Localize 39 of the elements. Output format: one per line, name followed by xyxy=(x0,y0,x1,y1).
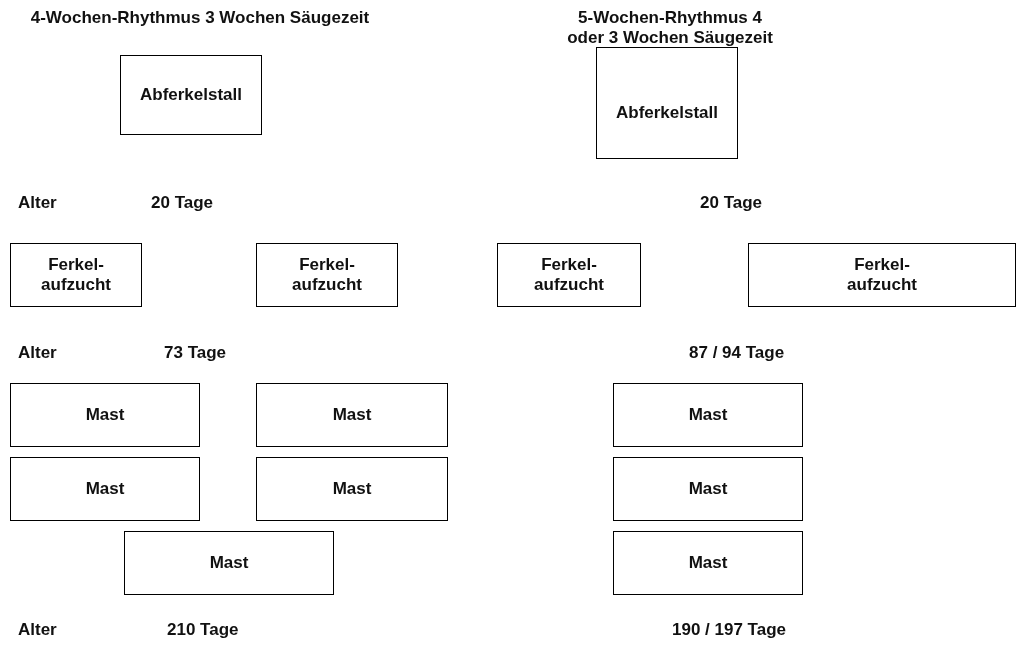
column-heading: 4-Wochen-Rhythmus 3 Wochen Säugezeit xyxy=(30,8,370,29)
box-label: Abferkelstall xyxy=(615,103,718,123)
box-label: Ferkel- aufzucht xyxy=(533,255,605,295)
stall-box xyxy=(10,243,142,307)
box-label: Mast xyxy=(85,479,125,499)
box-label: Ferkel- aufzucht xyxy=(291,255,363,295)
box-label: Ferkel- aufzucht xyxy=(40,255,112,295)
stall-box xyxy=(613,457,803,521)
box-label: Mast xyxy=(85,405,125,425)
stall-box xyxy=(124,531,334,595)
box-label: Mast xyxy=(332,405,372,425)
box-label: Abferkelstall xyxy=(139,85,242,105)
row-label: 73 Tage xyxy=(164,343,227,363)
stall-box xyxy=(613,383,803,447)
box-label: Ferkel- aufzucht xyxy=(846,255,918,295)
row-label: Alter xyxy=(18,343,57,363)
box-label: Mast xyxy=(688,405,728,425)
box-label: Mast xyxy=(332,479,372,499)
stall-box xyxy=(748,243,1016,307)
stall-box xyxy=(256,457,448,521)
stall-box xyxy=(120,55,262,135)
row-label: 20 Tage xyxy=(151,193,214,213)
stall-box xyxy=(497,243,641,307)
stall-box xyxy=(613,531,803,595)
box-label: Mast xyxy=(209,553,249,573)
stall-box xyxy=(10,457,200,521)
row-label: Alter xyxy=(18,620,57,640)
row-label: 190 / 197 Tage xyxy=(672,620,787,640)
stall-box xyxy=(256,243,398,307)
box-label: Mast xyxy=(688,553,728,573)
column-heading: 5-Wochen-Rhythmus 4 oder 3 Wochen Säugezeit xyxy=(566,8,774,49)
stall-box xyxy=(596,47,738,159)
row-label: 210 Tage xyxy=(167,620,239,640)
stall-box xyxy=(256,383,448,447)
row-label: 20 Tage xyxy=(700,193,763,213)
stall-box xyxy=(10,383,200,447)
row-label: Alter xyxy=(18,193,57,213)
box-label: Mast xyxy=(688,479,728,499)
row-label: 87 / 94 Tage xyxy=(689,343,785,363)
